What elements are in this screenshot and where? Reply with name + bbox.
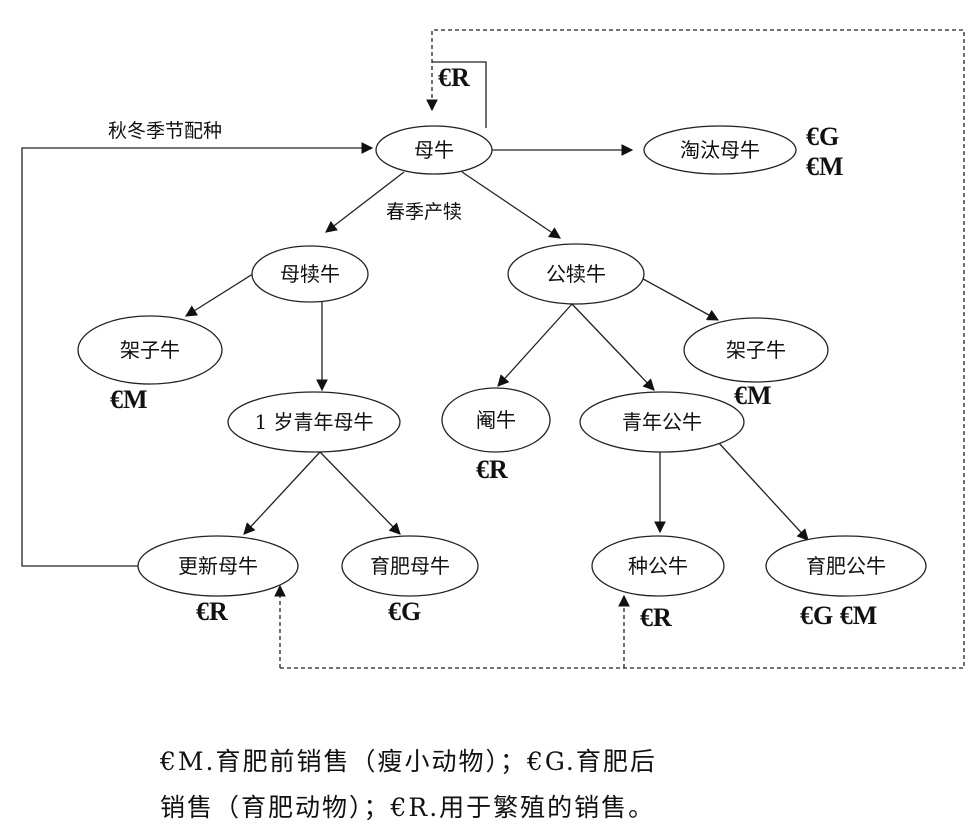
node-fattening-bull: 育肥公牛 [765, 535, 927, 597]
tag-breeding-bull-r: €R [640, 603, 672, 632]
edge-yearling-replacement [243, 451, 321, 535]
node-cow: 母牛 [375, 125, 493, 175]
node-feeder-left: 架子牛 [77, 315, 223, 385]
node-feeder-right-label: 架子牛 [726, 338, 786, 362]
label-spring-calving: 春季产犊 [386, 201, 462, 223]
node-fattening-cow-label: 育肥母牛 [370, 554, 450, 578]
node-heifer-calf-label: 母犊牛 [280, 262, 340, 286]
node-bull-calf-label: 公犊牛 [546, 262, 606, 286]
edge-bull-feeder [633, 273, 720, 321]
label-autumn-breeding: 秋冬季节配种 [108, 120, 222, 142]
edge-bull-youngbull [571, 303, 655, 391]
edge-heifer-feeder [185, 271, 257, 317]
node-replacement-cow-label: 更新母牛 [178, 554, 258, 578]
edge-youngbull-fattening [717, 441, 809, 541]
tag-feeder-left-m: €M [110, 385, 148, 414]
node-cow-label: 母牛 [414, 138, 454, 162]
node-yearling-heifer: 1 岁青年母牛 [227, 391, 401, 453]
tag-cull-g: €G [806, 122, 839, 151]
edge-yearling-fattening [319, 451, 401, 535]
cow-self-loop [432, 61, 487, 128]
node-yearling-heifer-label: 1 岁青年母牛 [254, 410, 373, 434]
node-fattening-cow: 育肥母牛 [341, 535, 479, 597]
node-fattening-bull-label: 育肥公牛 [806, 554, 886, 578]
edge-bull-steer [497, 303, 573, 387]
node-young-bull: 青年公牛 [579, 391, 745, 453]
edge-cow-bull [461, 171, 561, 239]
tag-loop-r: €R [438, 63, 470, 92]
legend-line-2: 销售（育肥动物）；€R.用于繁殖的销售。 [160, 793, 656, 822]
autumn-breeding-edge [21, 142, 374, 567]
node-cull-cow: 淘汰母牛 [643, 125, 797, 175]
node-feeder-left-label: 架子牛 [120, 338, 180, 362]
tag-replacement-r: €R [196, 597, 228, 626]
legend-line-1: €M.育肥前销售（瘦小动物）；€G.育肥后 [160, 747, 657, 776]
dashed-return-top [280, 29, 965, 669]
node-breeding-bull: 种公牛 [591, 535, 725, 597]
node-feeder-right: 架子牛 [683, 317, 829, 383]
tag-steer-r: €R [476, 455, 508, 484]
node-steer-label: 阉牛 [476, 408, 516, 432]
legend: €M.育肥前销售（瘦小动物）；€G.育肥后 销售（育肥动物）；€R.用于繁殖的销… [160, 742, 920, 824]
node-heifer-calf: 母犊牛 [251, 245, 369, 303]
node-breeding-bull-label: 种公牛 [628, 554, 688, 578]
node-young-bull-label: 青年公牛 [622, 410, 702, 434]
tag-fattening-cow-g: €G [388, 597, 421, 626]
node-bull-calf: 公犊牛 [507, 243, 645, 305]
edge-cow-heifer [325, 171, 405, 233]
tag-cull-m: €M [806, 152, 844, 181]
tag-fattening-bull-gm: €G €M [800, 601, 877, 630]
node-replacement-cow: 更新母牛 [137, 535, 299, 597]
node-cull-cow-label: 淘汰母牛 [680, 138, 760, 162]
node-steer: 阉牛 [441, 387, 551, 453]
tag-feeder-right-m: €M [734, 381, 772, 410]
